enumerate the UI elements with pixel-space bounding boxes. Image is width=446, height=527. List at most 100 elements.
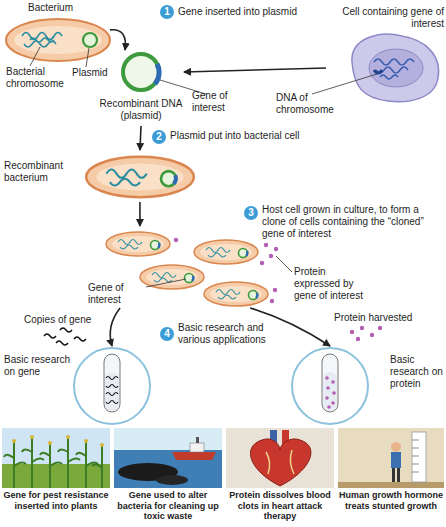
flow-arrow xyxy=(110,308,120,346)
plants-picture-part xyxy=(4,438,102,488)
part-label: Basic research and various applications xyxy=(178,322,282,346)
protein-research-circle: Basic research on protein xyxy=(290,346,444,426)
node-text: Bacterium xyxy=(28,2,98,14)
flow-arrow xyxy=(140,126,141,150)
protein-research-drawing-part xyxy=(325,376,336,409)
donor-cell-drawing-part xyxy=(352,34,439,102)
panel-caption: Human growth hormone treats stunted grow… xyxy=(338,490,444,511)
recombinant-bacterium: Recombinant bacterium xyxy=(4,150,196,202)
flow-arrow xyxy=(184,68,326,72)
bacterial-clone-drawing-part xyxy=(204,282,268,306)
bacterial-clone-drawing-part-part xyxy=(264,243,268,247)
gene-copies-part xyxy=(56,341,68,345)
ocean-picture xyxy=(114,428,222,488)
protein-research-drawing-part-part xyxy=(327,405,331,409)
gene-copies-part xyxy=(60,328,72,332)
node-text: Basic research on gene xyxy=(4,354,74,378)
donor-cell-drawing-part xyxy=(312,74,377,94)
plants-picture-part xyxy=(12,435,104,447)
plants-picture-part-part xyxy=(48,441,52,445)
ocean-picture-part xyxy=(114,428,222,450)
part-label: Gene inserted into plasmid xyxy=(178,6,323,18)
panel-caption: Protein dissolves blood clots in heart a… xyxy=(226,490,334,522)
protein-research-drawing xyxy=(292,348,368,424)
plants-picture-part xyxy=(2,428,110,488)
growth-picture-part xyxy=(391,452,401,468)
protein-research-drawing-part-part xyxy=(325,396,329,400)
growth-picture-part xyxy=(391,442,401,452)
gene-research-drawing-part xyxy=(106,377,118,404)
callout-number: 2 xyxy=(152,130,166,144)
growth-picture-part xyxy=(412,432,426,482)
bacterial-clone-drawing-part xyxy=(276,256,292,272)
bacterial-clone-drawing-part xyxy=(140,265,204,289)
protein-research-drawing-part-part xyxy=(326,386,330,390)
ocean-picture-part xyxy=(156,475,188,485)
node-text: Cell containing gene of interest xyxy=(334,6,444,30)
plants-picture-part-part xyxy=(66,435,70,439)
growth-picture-part xyxy=(412,440,419,472)
plants-picture-part-part xyxy=(30,435,34,439)
heart-picture-part xyxy=(266,450,294,474)
callout-number: 1 xyxy=(160,5,174,19)
part-label: Copies of gene xyxy=(24,314,104,326)
flow-arrow xyxy=(139,202,141,226)
bacterial-clone-drawing-part xyxy=(106,232,170,256)
growth-picture-part-part xyxy=(412,456,419,457)
node-text: Gene of interest xyxy=(88,282,146,306)
gene-research-drawing-part xyxy=(74,348,150,424)
node-text: Recombinant DNA (plasmid) xyxy=(98,98,184,122)
part-label: Host cell grown in culture, to form a cl… xyxy=(262,204,444,240)
illustration-part xyxy=(86,157,194,197)
protein-research-drawing-part-part xyxy=(325,376,329,380)
gene-copies-part xyxy=(44,334,56,338)
bacterial-clone-drawing-part xyxy=(174,238,278,303)
application-panel: Gene for pest resistance inserted into p… xyxy=(2,428,110,527)
application-panel: Human growth hormone treats stunted grow… xyxy=(338,428,444,527)
ocean-picture-part xyxy=(172,452,216,460)
bacterial-clone-drawing-part-part xyxy=(270,299,274,303)
node-text: Protein expressed by gene of interest xyxy=(294,266,368,302)
plants-picture-part xyxy=(2,464,110,488)
bacterial-clone-drawing xyxy=(106,232,292,306)
gene-research-drawing-part xyxy=(105,372,119,411)
plants-picture-part-part xyxy=(4,450,102,469)
protein-research-drawing-part-part xyxy=(331,401,335,405)
panel-caption: Gene used to alter bacteria for cleaning… xyxy=(114,490,222,522)
donor-cell: Cell containing gene of interest xyxy=(326,6,444,106)
part-label: Gene of interest xyxy=(192,90,250,114)
donor-cell-drawing-part xyxy=(369,49,423,87)
plants-picture xyxy=(2,428,110,488)
harvested-protein-part xyxy=(370,333,374,337)
part-label: Plasmid xyxy=(72,67,116,79)
bacterial-clone-drawing-part-part xyxy=(273,288,277,292)
harvested-protein xyxy=(350,326,382,341)
growth-picture-part xyxy=(397,468,400,482)
part-label: Bacterial chromosome xyxy=(6,66,76,90)
protein-research-drawing-part xyxy=(323,372,337,411)
bacterium-drawing-part xyxy=(30,47,40,66)
gene-research-drawing-part-part xyxy=(106,401,118,404)
harvested-protein-part xyxy=(356,337,360,341)
plants-picture-part-part xyxy=(31,438,33,488)
growth-picture-part-part xyxy=(412,440,419,441)
bacterium-drawing-part xyxy=(6,19,110,61)
protein-research-drawing-part-part xyxy=(332,391,336,395)
heart-picture-part xyxy=(250,439,310,486)
ocean-picture-part xyxy=(196,437,199,443)
gene-copies-part xyxy=(74,337,86,341)
bacterium-drawing xyxy=(6,19,110,67)
growth-picture-part xyxy=(338,482,444,488)
growth-picture-part-part xyxy=(412,448,419,449)
bacterial-clone-drawing-part-part xyxy=(260,261,264,265)
panel-caption: Gene for pest resistance inserted into p… xyxy=(2,490,110,511)
protein-research-drawing-part xyxy=(322,354,338,412)
node-text: Recombinant bacterium xyxy=(4,160,82,184)
plants-picture-part-part xyxy=(12,439,16,443)
growth-picture-part-part xyxy=(412,464,419,465)
growth-picture-part xyxy=(392,468,395,482)
plants-picture-part-part xyxy=(100,443,104,447)
